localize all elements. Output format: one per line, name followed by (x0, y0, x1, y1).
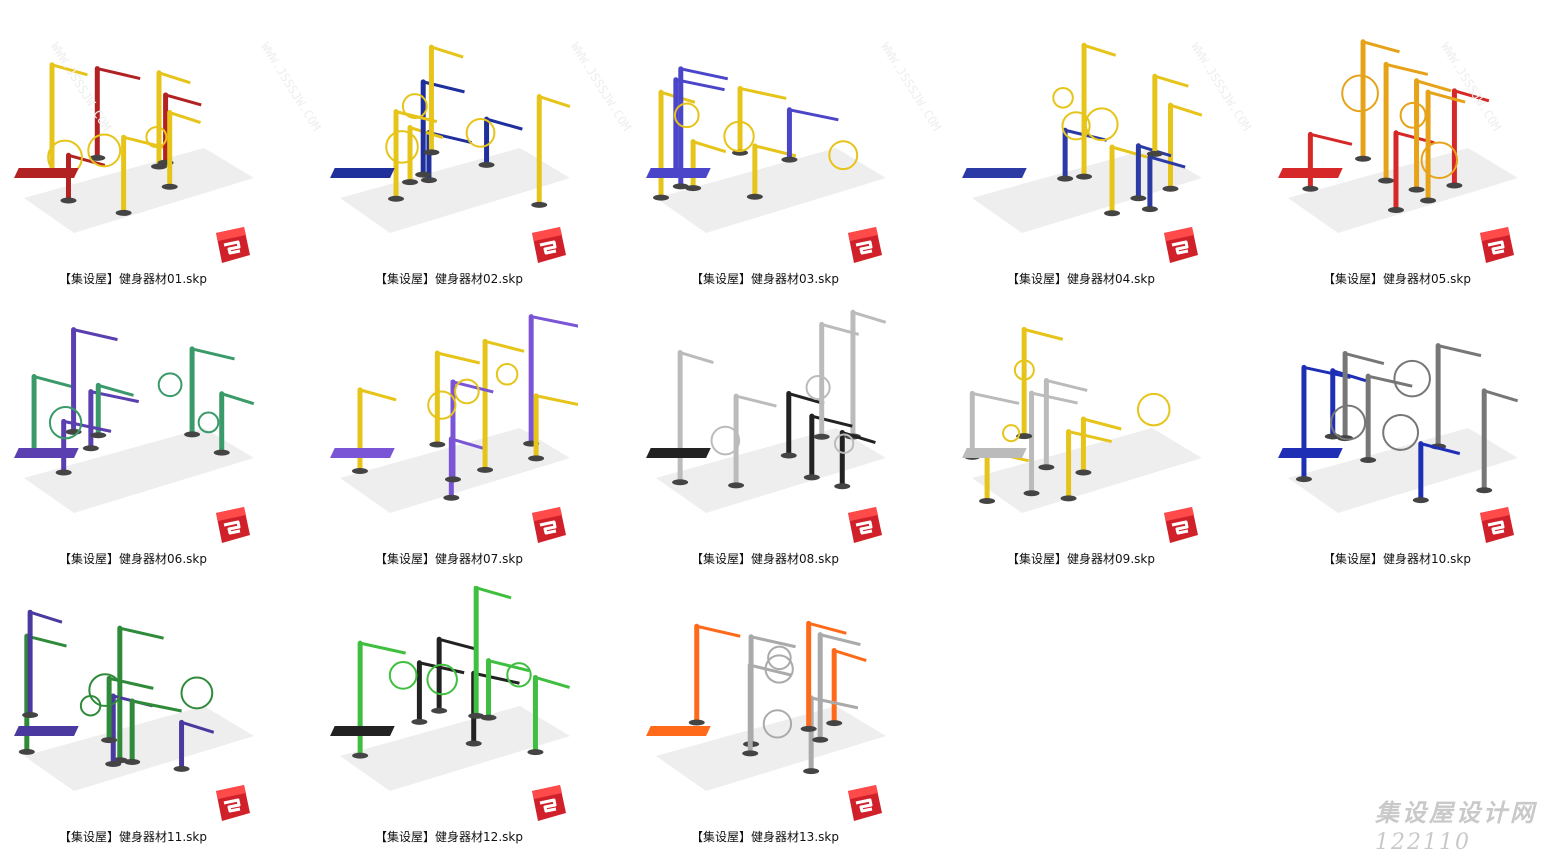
model-thumbnail (4, 586, 262, 818)
file-tile[interactable]: 【集设屋】健身器材12.skp (316, 578, 596, 844)
file-tile[interactable]: 【集设屋】健身器材02.skp (316, 20, 596, 286)
file-tile[interactable]: 【集设屋】健身器材01.skp (0, 20, 280, 286)
site-watermark: 集设屋设计网 122110 (1375, 793, 1537, 855)
sketchup-file-icon (1160, 505, 1200, 545)
model-thumbnail (320, 28, 578, 260)
sketchup-file-icon (1160, 225, 1200, 265)
file-name-label: 【集设屋】健身器材12.skp (375, 830, 523, 844)
file-name-label: 【集设屋】健身器材13.skp (691, 830, 839, 844)
model-thumbnail (636, 308, 894, 540)
sketchup-file-icon (844, 505, 884, 545)
model-thumbnail (952, 28, 1210, 260)
model-thumbnail (636, 586, 894, 818)
model-thumbnail (320, 586, 578, 818)
sketchup-file-icon (212, 783, 252, 823)
file-tile[interactable]: 【集设屋】健身器材05.skp (1264, 20, 1544, 286)
watermark-title: 集设屋设计网 (1375, 798, 1537, 827)
sketchup-file-icon (212, 505, 252, 545)
watermark-code: 122110 (1375, 830, 1471, 855)
file-tile[interactable]: 【集设屋】健身器材07.skp (316, 300, 596, 566)
file-name-label: 【集设屋】健身器材05.skp (1323, 272, 1471, 286)
file-tile[interactable]: 【集设屋】健身器材08.skp (632, 300, 912, 566)
file-name-label: 【集设屋】健身器材03.skp (691, 272, 839, 286)
model-thumbnail (4, 28, 262, 260)
file-tile[interactable]: 【集设屋】健身器材06.skp (0, 300, 280, 566)
model-thumbnail (636, 28, 894, 260)
file-name-label: 【集设屋】健身器材07.skp (375, 552, 523, 566)
file-tile[interactable]: 【集设屋】健身器材11.skp (0, 578, 280, 844)
file-name-label: 【集设屋】健身器材09.skp (1007, 552, 1155, 566)
file-name-label: 【集设屋】健身器材02.skp (375, 272, 523, 286)
file-name-label: 【集设屋】健身器材10.skp (1323, 552, 1471, 566)
sketchup-file-icon (528, 783, 568, 823)
file-tile[interactable]: 【集设屋】健身器材09.skp (948, 300, 1228, 566)
model-thumbnail (952, 308, 1210, 540)
model-thumbnail (1268, 28, 1526, 260)
file-tile[interactable]: 【集设屋】健身器材13.skp (632, 578, 912, 844)
sketchup-file-icon (844, 783, 884, 823)
file-name-label: 【集设屋】健身器材01.skp (59, 272, 207, 286)
sketchup-file-icon (212, 225, 252, 265)
file-tile[interactable]: 【集设屋】健身器材03.skp (632, 20, 912, 286)
model-thumbnail (1268, 308, 1526, 540)
file-tile[interactable]: 【集设屋】健身器材04.skp (948, 20, 1228, 286)
sketchup-file-icon (528, 225, 568, 265)
file-name-label: 【集设屋】健身器材08.skp (691, 552, 839, 566)
file-name-label: 【集设屋】健身器材04.skp (1007, 272, 1155, 286)
sketchup-file-icon (528, 505, 568, 545)
file-name-label: 【集设屋】健身器材06.skp (59, 552, 207, 566)
model-thumbnail (4, 308, 262, 540)
sketchup-file-icon (1476, 505, 1516, 545)
file-tile[interactable]: 【集设屋】健身器材10.skp (1264, 300, 1544, 566)
sketchup-file-icon (1476, 225, 1516, 265)
model-thumbnail (320, 308, 578, 540)
file-name-label: 【集设屋】健身器材11.skp (59, 830, 207, 844)
sketchup-file-icon (844, 225, 884, 265)
